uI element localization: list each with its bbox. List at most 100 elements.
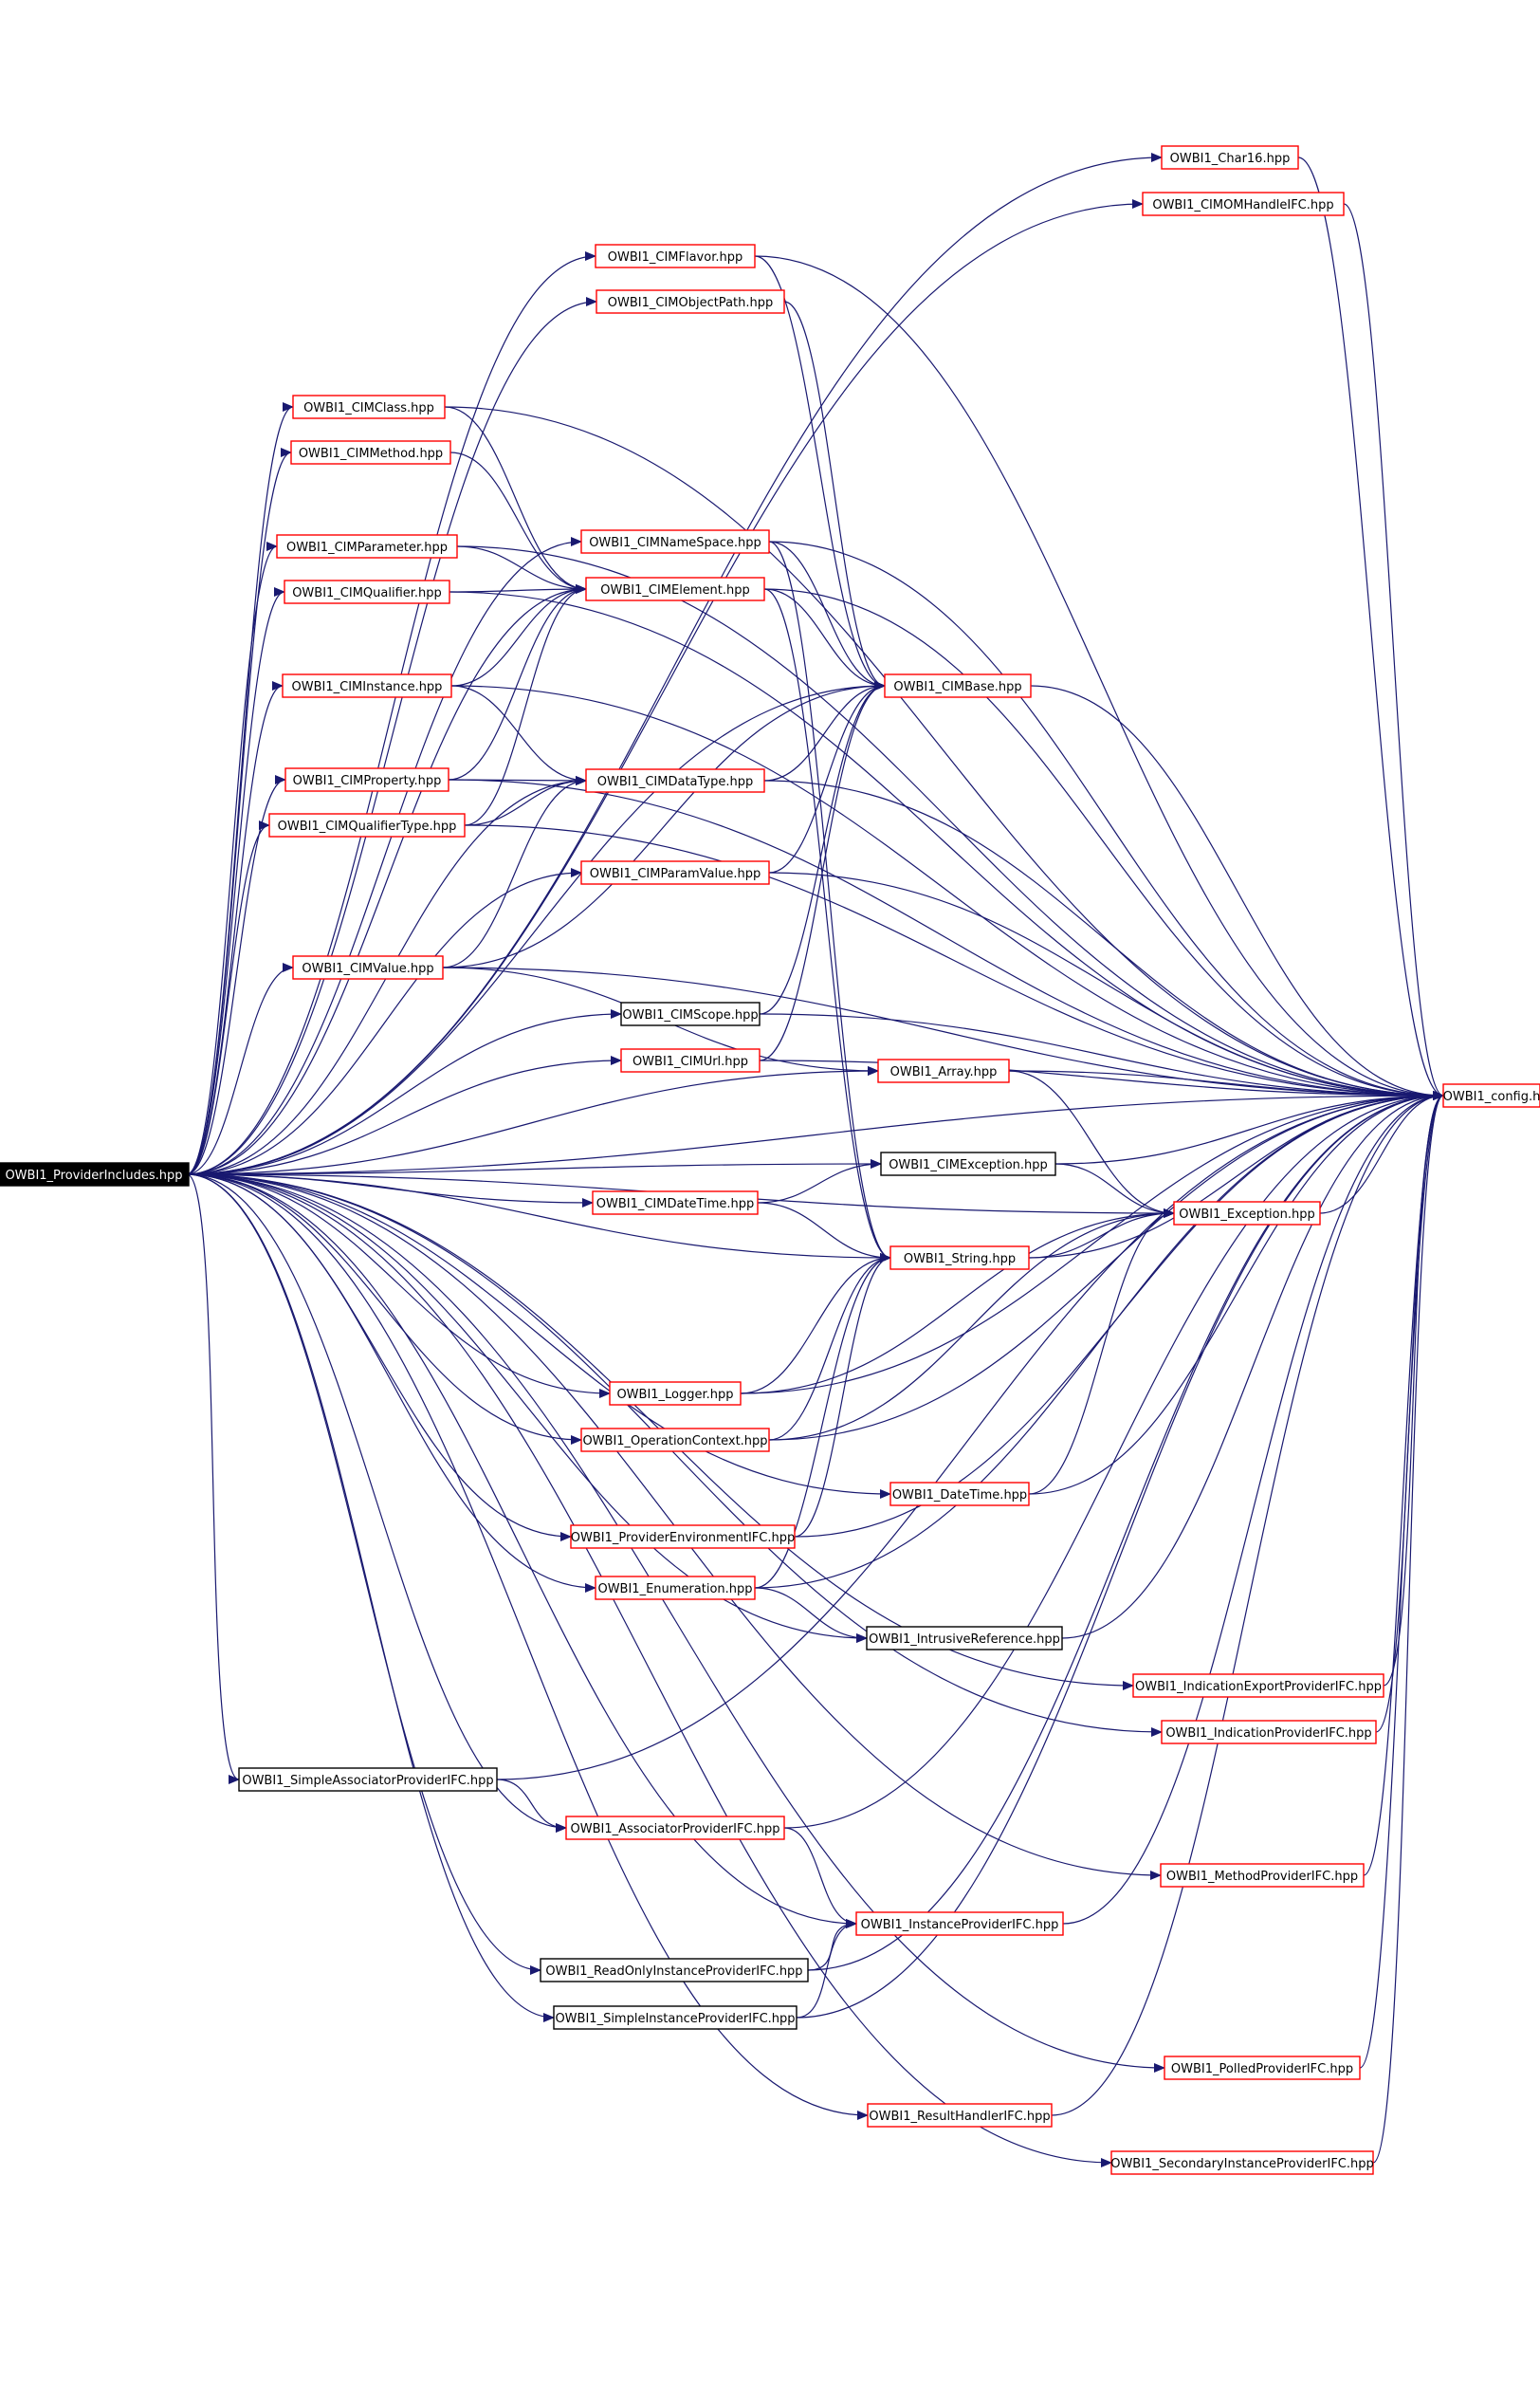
node-label-cimscope: OWBI1_CIMScope.hpp [622, 1008, 758, 1023]
node-root[interactable]: OWBI1_ProviderIncludes.hpp [0, 1162, 190, 1187]
node-cimvalue[interactable]: OWBI1_CIMValue.hpp [292, 955, 444, 980]
node-box-cimdatetime [592, 1190, 759, 1215]
edge-cimclass-to-config [444, 406, 1444, 1100]
node-opcontext[interactable]: OWBI1_OperationContext.hpp [580, 1428, 770, 1452]
edge-ciminstance-to-cimelement [450, 584, 587, 687]
node-box-array [877, 1059, 1010, 1083]
node-cimproperty[interactable]: OWBI1_CIMProperty.hpp [284, 767, 449, 792]
node-box-cimqualifier [284, 580, 450, 604]
edge-cimclass-to-cimelement [444, 406, 587, 594]
edge-simpleinst-to-instprov [796, 1919, 857, 2019]
edge-root-to-simpleinst [186, 1173, 555, 2022]
node-box-readonlyinst [540, 1958, 809, 1982]
node-assocprov[interactable]: OWBI1_AssociatorProviderIFC.hpp [565, 1816, 785, 1840]
edge-root-to-enumeration [186, 1173, 596, 1593]
node-box-simpleinst [553, 2005, 798, 2030]
edge-cimqualifiertype-to-cimdatatype [464, 776, 587, 826]
edge-cimparamvalue-to-cimbase [768, 681, 886, 874]
edge-root-to-opcontext [186, 1173, 582, 1445]
node-label-ciminstance: OWBI1_CIMInstance.hpp [292, 680, 443, 694]
node-readonlyinst[interactable]: OWBI1_ReadOnlyInstanceProviderIFC.hpp [540, 1958, 809, 1982]
edge-simpleassoc-to-assocprov [496, 1779, 567, 1833]
edge-root-to-cimurl [186, 1056, 622, 1175]
node-array[interactable]: OWBI1_Array.hpp [877, 1059, 1010, 1083]
edge-indexport-to-config [1383, 1091, 1444, 1687]
edge-ciminstance-to-config [450, 685, 1444, 1100]
node-intrusiveref[interactable]: OWBI1_IntrusiveReference.hpp [866, 1626, 1063, 1650]
node-config[interactable]: OWBI1_config.h [1442, 1083, 1540, 1108]
node-box-instprov [855, 1911, 1064, 1936]
edge-cimdatetime-to-string [757, 1202, 891, 1263]
node-cimscope[interactable]: OWBI1_CIMScope.hpp [620, 1002, 761, 1026]
node-cimparamvalue[interactable]: OWBI1_CIMParamValue.hpp [580, 860, 770, 885]
node-string[interactable]: OWBI1_String.hpp [889, 1245, 1030, 1270]
node-exception[interactable]: OWBI1_Exception.hpp [1173, 1201, 1321, 1226]
node-box-config [1442, 1083, 1540, 1108]
node-box-cimexception [880, 1152, 1056, 1176]
node-cimelement[interactable]: OWBI1_CIMElement.hpp [585, 577, 765, 601]
node-label-readonlyinst: OWBI1_ReadOnlyInstanceProviderIFC.hpp [545, 1964, 802, 1979]
node-label-cimparamvalue: OWBI1_CIMParamValue.hpp [590, 867, 761, 881]
edge-root-to-cimflavor [186, 251, 596, 1175]
node-logger[interactable]: OWBI1_Logger.hpp [609, 1381, 742, 1406]
node-cimnamespace[interactable]: OWBI1_CIMNameSpace.hpp [580, 529, 770, 554]
node-label-indprov: OWBI1_IndicationProviderIFC.hpp [1165, 1726, 1371, 1741]
edge-datetime-to-config [1028, 1091, 1444, 1495]
node-cimdatetime[interactable]: OWBI1_CIMDateTime.hpp [592, 1190, 759, 1215]
node-enumeration[interactable]: OWBI1_Enumeration.hpp [595, 1576, 756, 1600]
node-box-char16 [1161, 145, 1299, 170]
edge-cimnamespace-to-string [768, 541, 891, 1263]
edge-cimproperty-to-config [448, 779, 1444, 1100]
node-cimflavor[interactable]: OWBI1_CIMFlavor.hpp [595, 244, 756, 268]
edge-root-to-cimqualifier [186, 587, 285, 1175]
node-secondaryinst[interactable]: OWBI1_SecondaryInstanceProviderIFC.hpp [1110, 2150, 1374, 2175]
node-cimurl[interactable]: OWBI1_CIMUrl.hpp [620, 1048, 761, 1073]
node-instprov[interactable]: OWBI1_InstanceProviderIFC.hpp [855, 1911, 1064, 1936]
node-box-cimvalue [292, 955, 444, 980]
edge-string-to-exception [1028, 1208, 1175, 1259]
edge-cimvalue-to-cimbase [442, 681, 886, 968]
edge-root-to-ciminstance [186, 681, 284, 1175]
node-cimqualifier[interactable]: OWBI1_CIMQualifier.hpp [284, 580, 450, 604]
node-box-polledprov [1164, 2056, 1361, 2080]
edge-root-to-intrusiveref [186, 1173, 868, 1643]
edge-root-to-cimproperty [186, 775, 286, 1175]
node-label-cimomhandle: OWBI1_CIMOMHandleIFC.hpp [1152, 198, 1333, 212]
edge-ciminstance-to-cimdatatype [450, 685, 587, 785]
edge-root-to-logger [186, 1173, 611, 1398]
node-indprov[interactable]: OWBI1_IndicationProviderIFC.hpp [1161, 1720, 1377, 1744]
edge-exception-to-config [1319, 1091, 1444, 1214]
node-datetime[interactable]: OWBI1_DateTime.hpp [889, 1482, 1030, 1506]
node-char16[interactable]: OWBI1_Char16.hpp [1161, 145, 1299, 170]
node-cimobjectpath[interactable]: OWBI1_CIMObjectPath.hpp [596, 289, 785, 314]
edge-logger-to-exception [740, 1208, 1175, 1394]
node-polledprov[interactable]: OWBI1_PolledProviderIFC.hpp [1164, 2056, 1361, 2080]
node-ciminstance[interactable]: OWBI1_CIMInstance.hpp [282, 673, 452, 698]
node-cimclass[interactable]: OWBI1_CIMClass.hpp [292, 395, 446, 419]
edge-root-to-cimqualifiertype [186, 821, 270, 1175]
edge-root-to-resulthandler [186, 1173, 869, 2120]
node-methodprov[interactable]: OWBI1_MethodProviderIFC.hpp [1160, 1863, 1365, 1888]
node-cimmethod[interactable]: OWBI1_CIMMethod.hpp [290, 440, 451, 465]
node-label-cimclass: OWBI1_CIMClass.hpp [303, 401, 434, 415]
node-cimbase[interactable]: OWBI1_CIMBase.hpp [884, 673, 1032, 698]
node-cimdatatype[interactable]: OWBI1_CIMDataType.hpp [585, 768, 765, 793]
node-box-secondaryinst [1110, 2150, 1374, 2175]
node-label-string: OWBI1_String.hpp [904, 1252, 1016, 1266]
node-provenv[interactable]: OWBI1_ProviderEnvironmentIFC.hpp [570, 1524, 796, 1549]
node-label-cimelement: OWBI1_CIMElement.hpp [600, 583, 749, 598]
node-cimomhandle[interactable]: OWBI1_CIMOMHandleIFC.hpp [1142, 192, 1345, 216]
node-label-cimnamespace: OWBI1_CIMNameSpace.hpp [589, 536, 761, 550]
node-box-cimscope [620, 1002, 761, 1026]
node-box-ciminstance [282, 673, 452, 698]
edge-cimmethod-to-cimelement [449, 452, 587, 594]
edge-enumeration-to-intrusiveref [754, 1587, 868, 1643]
node-cimparameter[interactable]: OWBI1_CIMParameter.hpp [276, 534, 458, 559]
node-resulthandler[interactable]: OWBI1_ResultHandlerIFC.hpp [867, 2103, 1053, 2128]
node-indexport[interactable]: OWBI1_IndicationExportProviderIFC.hpp [1132, 1673, 1384, 1698]
node-label-enumeration: OWBI1_Enumeration.hpp [597, 1582, 752, 1596]
node-simpleinst[interactable]: OWBI1_SimpleInstanceProviderIFC.hpp [553, 2005, 798, 2030]
node-cimqualifiertype[interactable]: OWBI1_CIMQualifierType.hpp [268, 813, 466, 838]
node-cimexception[interactable]: OWBI1_CIMException.hpp [880, 1152, 1056, 1176]
node-simpleassoc[interactable]: OWBI1_SimpleAssociatorProviderIFC.hpp [238, 1767, 498, 1792]
